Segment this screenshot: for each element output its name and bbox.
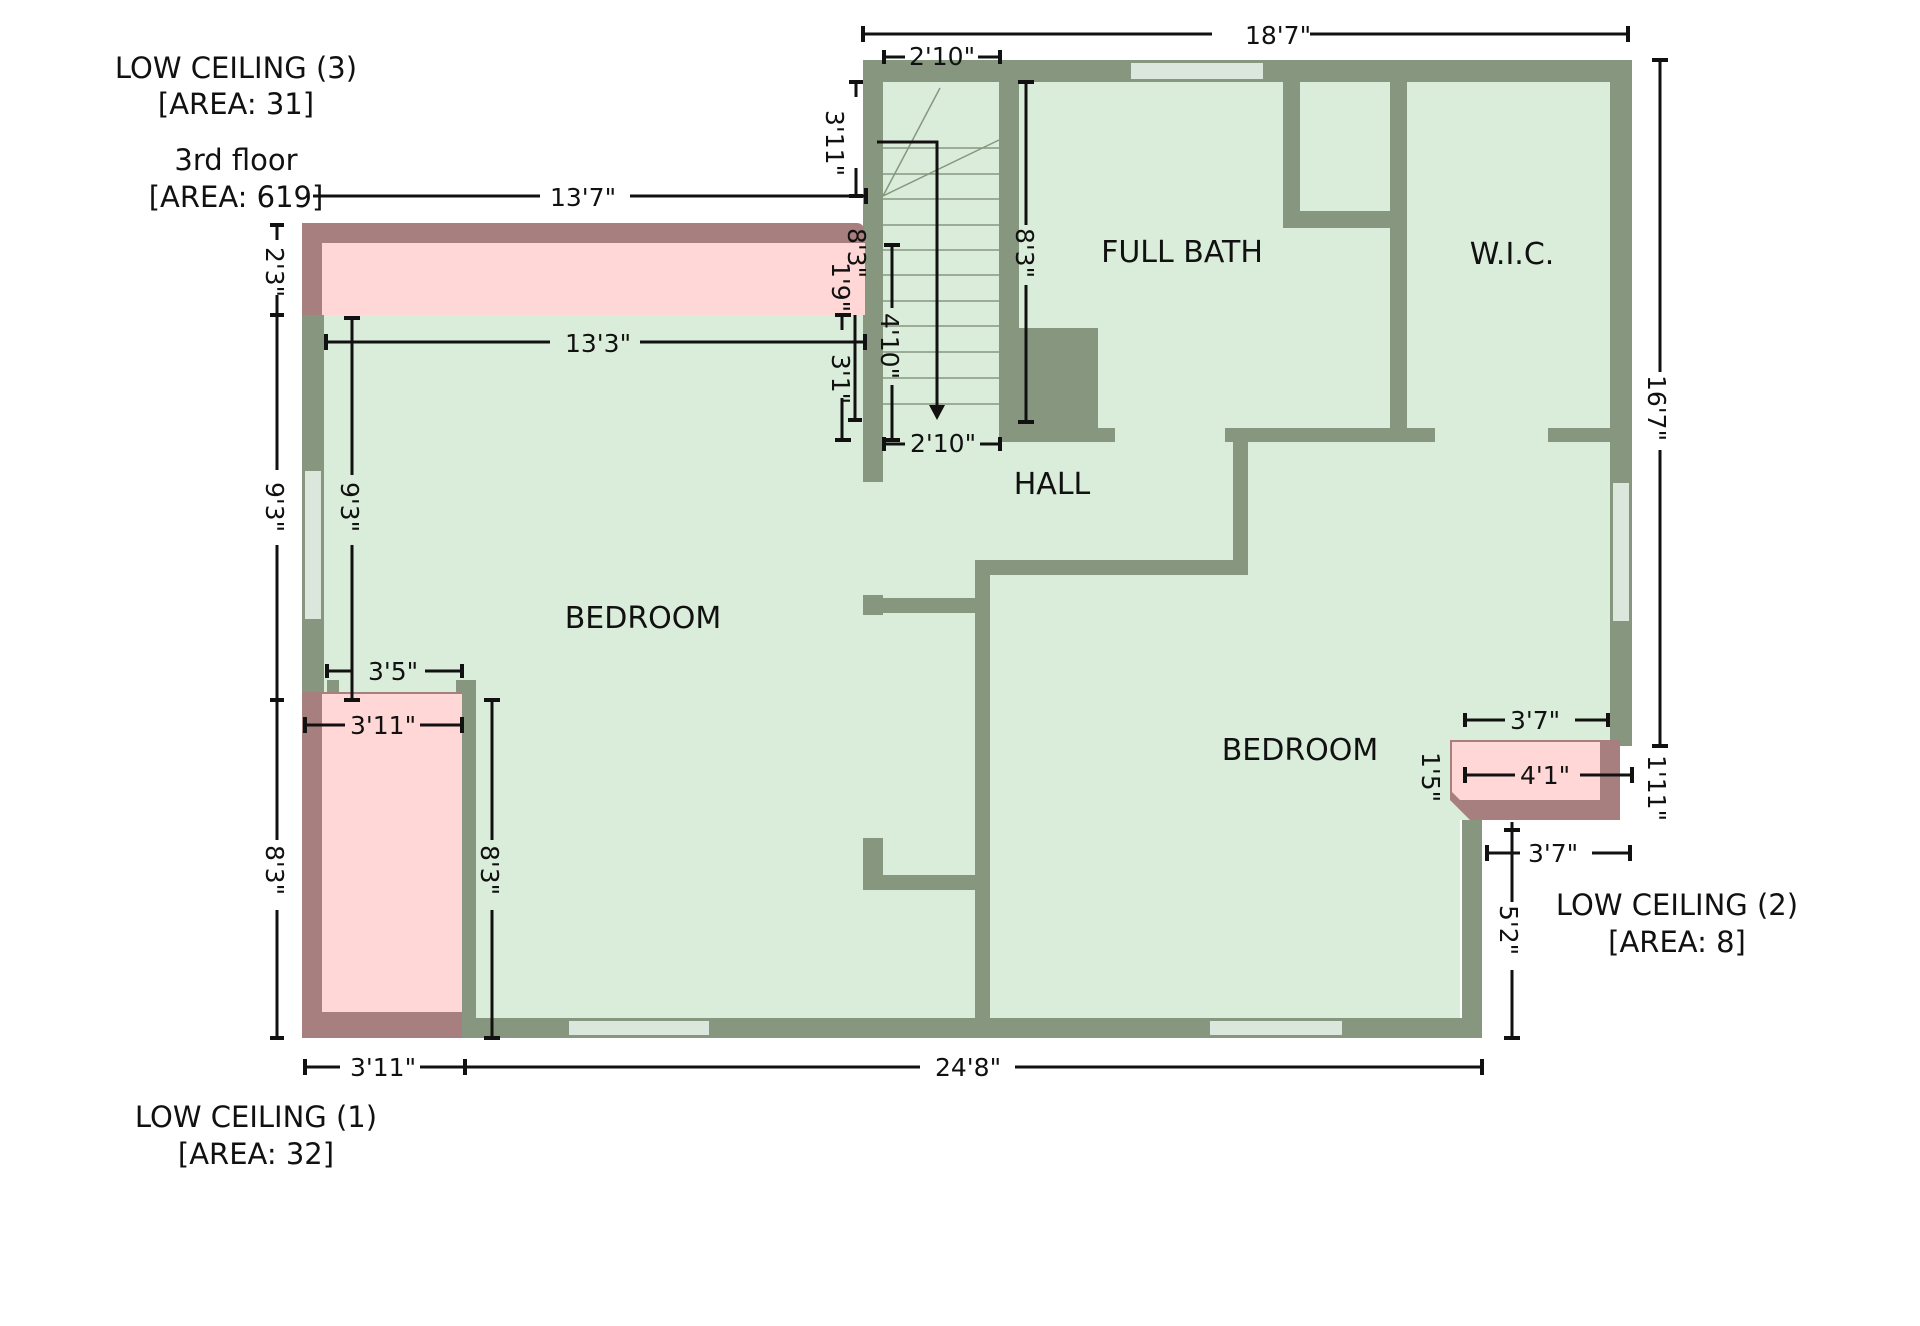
dim-lc2-bottom: 3'7" — [1528, 839, 1578, 868]
staircase — [877, 87, 1000, 420]
dim-bottom-main: 24'8" — [935, 1053, 1001, 1082]
low-ceiling-1-zone — [302, 692, 462, 1038]
dim-top-total: 18'7" — [1245, 21, 1311, 50]
dim-left-outer-lower: 8'3" — [260, 845, 289, 895]
dim-bath-height: 8'3" — [1010, 228, 1039, 278]
room-label-bedroom-right: BEDROOM — [1222, 733, 1379, 768]
dim-lc3-end-a: 8'3" — [842, 228, 871, 278]
floor-title: 3rd floor — [174, 143, 297, 177]
dim-lc2-width: 4'1" — [1520, 761, 1570, 790]
low-ceiling-1-area: [AREA: 32] — [178, 1137, 334, 1171]
low-ceiling-2-zone — [1450, 740, 1620, 820]
dimension-labels: 18'7" 2'10" 3'11" 13'7" 2'3" 8'3" 1'9" 8… — [260, 21, 1671, 1082]
dim-right-total: 16'7" — [1642, 375, 1671, 441]
low-ceiling-3-label: LOW CEILING (3) — [115, 51, 357, 85]
dim-lc3-end-b: 1'9" — [826, 262, 855, 312]
floor-area: [AREA: 619] — [149, 180, 324, 214]
low-ceiling-2-area: [AREA: 8] — [1608, 925, 1746, 959]
dim-upper-span: 13'7" — [550, 183, 616, 212]
low-ceiling-3-area: [AREA: 31] — [158, 87, 314, 121]
room-label-hall: HALL — [1014, 467, 1091, 502]
dim-lc1-top-outer: 3'11" — [350, 711, 416, 740]
dim-lc2-right: 1'11" — [1642, 755, 1671, 821]
window-top — [1129, 61, 1265, 81]
window-bottom-right — [1208, 1019, 1344, 1037]
room-label-bedroom-left: BEDROOM — [565, 601, 722, 636]
low-ceiling-3-zone — [302, 223, 865, 315]
room-label-full-bath: FULL BATH — [1101, 235, 1263, 270]
dim-left-inner-lower: 8'3" — [475, 845, 504, 895]
dim-landing: 4'10" — [875, 313, 904, 379]
dimension-lines — [270, 26, 1668, 1075]
room-fills — [302, 60, 1620, 1038]
arrow-head-icon — [929, 405, 945, 420]
dim-stair-top-width: 2'10" — [909, 42, 975, 71]
dim-lc1-top-inner: 3'5" — [368, 657, 418, 686]
room-labels: BEDROOM BEDROOM FULL BATH W.I.C. HALL — [565, 235, 1555, 768]
dim-left-outer-upper: 9'3" — [260, 482, 289, 532]
dim-lc3-depth: 2'3" — [260, 247, 289, 297]
window-right — [1611, 481, 1631, 623]
low-ceiling-2-label: LOW CEILING (2) — [1556, 888, 1798, 922]
window-bottom-left — [567, 1019, 711, 1037]
dim-lc2-top: 3'7" — [1510, 706, 1560, 735]
dim-stair-bottom-width: 2'10" — [910, 429, 976, 458]
dim-bedroom-width: 13'3" — [565, 329, 631, 358]
dim-short-rise: 3'1" — [826, 354, 855, 404]
dim-lc2-depth: 1'5" — [1416, 752, 1445, 802]
windows — [303, 61, 1631, 1037]
stair-direction-arrow — [877, 140, 939, 405]
area-notes: LOW CEILING (3) [AREA: 31] 3rd floor [AR… — [115, 51, 1798, 1171]
low-ceiling-1-label: LOW CEILING (1) — [135, 1100, 377, 1134]
room-label-wic: W.I.C. — [1470, 237, 1555, 272]
dim-right-lower: 5'2" — [1494, 905, 1523, 955]
dim-bottom-left: 3'11" — [350, 1053, 416, 1082]
dim-left-inner-upper: 9'3" — [335, 482, 364, 532]
dim-stair-length: 3'11" — [820, 110, 849, 176]
window-left — [303, 469, 323, 621]
